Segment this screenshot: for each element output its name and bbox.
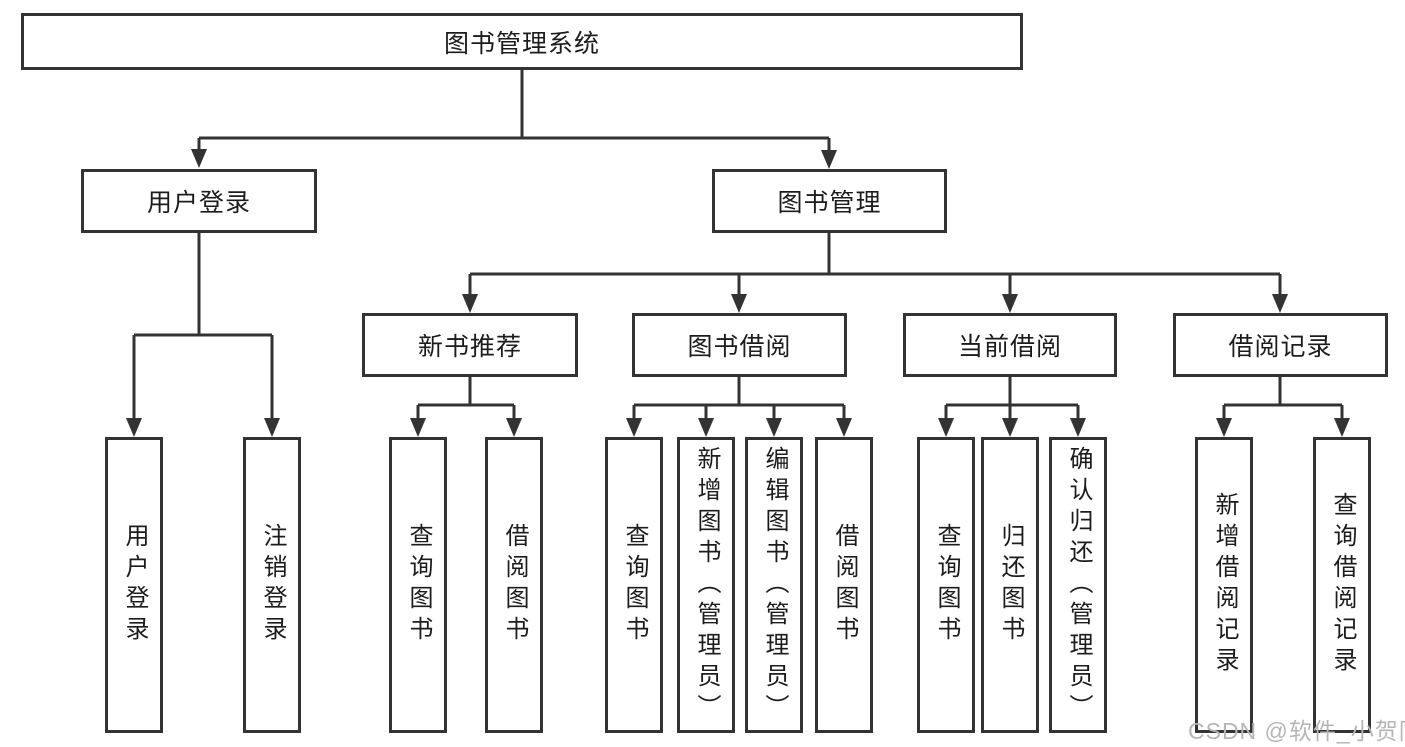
leaf-label: 借阅图书 (501, 523, 528, 647)
leaf-query-books-current: 查询图书 (917, 437, 975, 733)
arrowheads (126, 149, 1350, 437)
leaf-label: 新增图书（管理员） (693, 445, 720, 725)
leaf-label: 归还图书 (997, 523, 1024, 647)
node-user-login: 用户登录 (81, 169, 317, 233)
leaf-label: 编辑图书（管理员） (761, 445, 788, 725)
node-borrow-records: 借阅记录 (1173, 313, 1388, 377)
leaf-user-login: 用户登录 (105, 437, 163, 733)
node-label: 新书推荐 (417, 333, 522, 361)
leaf-label: 用户登录 (121, 523, 148, 647)
leaf-borrow-books: 借阅图书 (815, 437, 873, 733)
leaf-label: 确认归还（管理员） (1065, 445, 1092, 725)
leaf-label: 注销登录 (259, 523, 286, 647)
leaf-query-books-recommend: 查询图书 (389, 437, 447, 733)
node-label: 图书管理系统 (443, 29, 600, 58)
node-book-borrow: 图书借阅 (632, 313, 847, 377)
leaf-query-books-borrow: 查询图书 (605, 437, 663, 733)
node-new-book-recommend: 新书推荐 (362, 313, 578, 377)
node-current-borrow: 当前借阅 (903, 313, 1117, 377)
leaf-return-books: 归还图书 (981, 437, 1039, 733)
leaf-confirm-return-admin: 确认归还（管理员） (1049, 437, 1107, 733)
node-book-management: 图书管理 (712, 169, 947, 233)
node-label: 当前借阅 (957, 333, 1062, 361)
leaf-label: 查询借阅记录 (1329, 492, 1356, 678)
leaf-logout: 注销登录 (243, 437, 301, 733)
leaf-label: 借阅图书 (831, 523, 858, 647)
leaf-query-borrow-record: 查询借阅记录 (1313, 437, 1371, 733)
leaf-add-borrow-record: 新增借阅记录 (1195, 437, 1253, 733)
node-label: 图书管理 (777, 189, 882, 217)
node-label: 用户登录 (146, 189, 251, 217)
node-library-system: 图书管理系统 (21, 13, 1023, 70)
leaf-label: 新增借阅记录 (1211, 492, 1238, 678)
leaf-add-books-admin: 新增图书（管理员） (677, 437, 735, 733)
leaf-label: 查询图书 (621, 523, 648, 647)
leaf-borrow-books-recommend: 借阅图书 (485, 437, 543, 733)
leaf-label: 查询图书 (405, 523, 432, 647)
leaf-edit-books-admin: 编辑图书（管理员） (745, 437, 803, 733)
node-label: 图书借阅 (687, 333, 792, 361)
leaf-label: 查询图书 (933, 523, 960, 647)
csdn-watermark: CSDN @软件_小贺同学 (1188, 718, 1405, 744)
node-label: 借阅记录 (1228, 333, 1333, 361)
